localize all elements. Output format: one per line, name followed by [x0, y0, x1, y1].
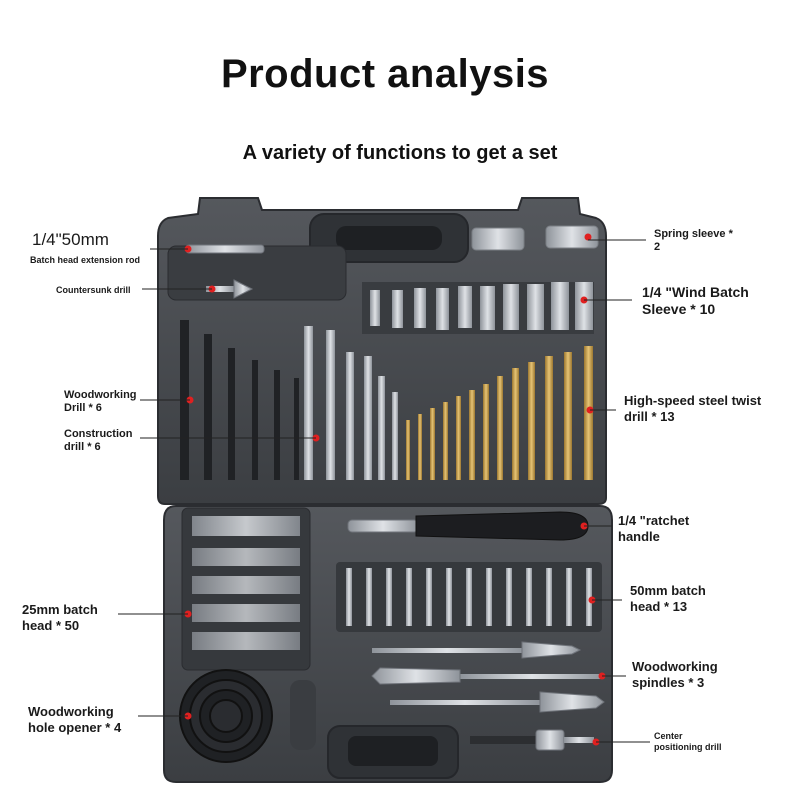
- label-spindles: Woodworking spindles * 3: [632, 659, 718, 690]
- batch-heads-50mm: [336, 562, 602, 632]
- label-woodworking-drill: Woodworking Drill * 6: [64, 389, 137, 415]
- page-title: Product analysis: [220, 52, 550, 96]
- leader-lines: [118, 239, 650, 743]
- label-hole-opener: Woodworking hole opener * 4: [28, 704, 122, 735]
- label-spring-sleeve: Spring sleeve * 2: [654, 228, 733, 254]
- center-positioning-drill: [470, 729, 600, 751]
- spring-sleeves: [471, 225, 599, 251]
- label-construction-drill: Construction drill * 6: [64, 428, 133, 454]
- batch-head-tray-25mm: [181, 507, 311, 671]
- label-center-drill: Center positioning drill: [654, 731, 722, 752]
- extension-rod: [184, 244, 265, 254]
- wind-batch-sleeves: [362, 282, 594, 334]
- label-batch-head-25: 25mm batch head * 50: [22, 602, 98, 633]
- label-wind-batch: 1/4 "Wind Batch Sleeve * 10: [642, 284, 749, 318]
- label-extension-rod: Batch head extension rod: [30, 255, 141, 265]
- page-subtitle: A variety of functions to get a set: [242, 142, 558, 164]
- label-ratchet: 1/4 "ratchet handle: [618, 513, 690, 544]
- label-countersunk-drill: Countersunk drill: [56, 285, 131, 295]
- label-twist-drill: High-speed steel twist drill * 13: [624, 393, 762, 424]
- case-lid: [157, 197, 607, 505]
- twist-drills: [406, 346, 594, 480]
- label-batch-head-50: 50mm batch head * 13: [630, 583, 706, 614]
- ratchet-handle: [347, 511, 589, 541]
- label-extension-size: 1/4"50mm: [32, 230, 109, 249]
- spade-drills: [371, 641, 606, 713]
- hole-saws: [179, 669, 273, 763]
